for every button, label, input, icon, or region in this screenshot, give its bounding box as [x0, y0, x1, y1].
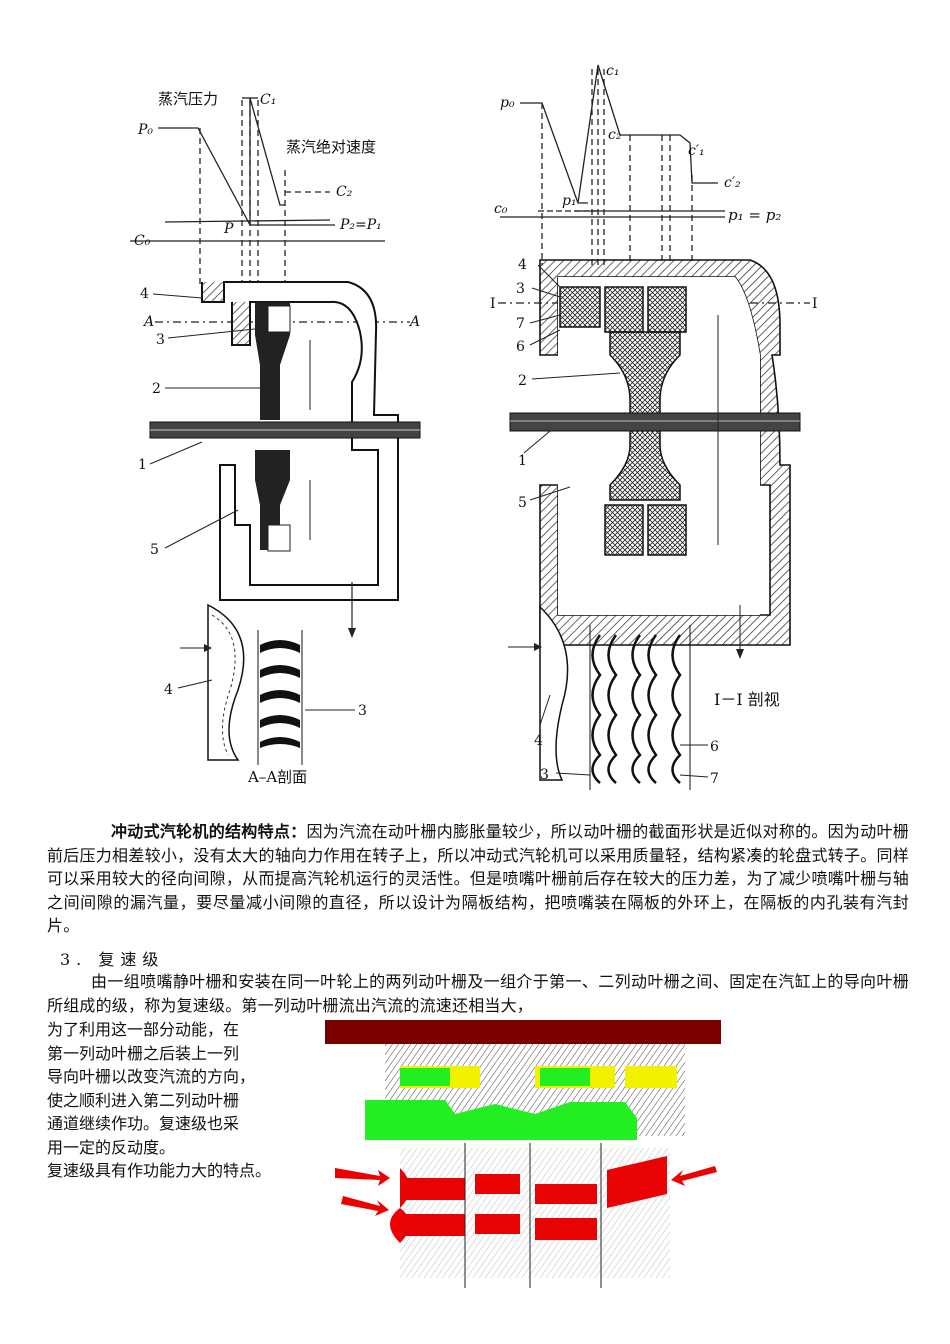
rotor-wheel: [365, 1100, 637, 1140]
section-i-left: I: [490, 296, 496, 312]
part-4-label: 4: [518, 257, 527, 273]
part-3-label: 3: [156, 332, 165, 348]
p1-label: p₁: [562, 193, 577, 209]
impulse-turbine-figure: 蒸汽压力 蒸汽绝对速度 C₁ C₂ C₀ P₀ P P₂=P₁ A A 4 3 …: [130, 90, 421, 786]
side-line: 通道继续作功。复速级也采: [47, 1114, 240, 1133]
impulse-features-body: 因为汽流在动叶栅内膨胀量较少，所以动叶栅的截面形状是近似对称的。因为动叶栅前后压…: [47, 822, 909, 935]
part-6b-label: 6: [710, 739, 719, 755]
part-7-label: 7: [516, 316, 525, 332]
p0-label: P₀: [137, 122, 153, 138]
c1-prime-label: c′₁: [688, 143, 705, 159]
c1-label: c₁: [606, 63, 619, 79]
steam-velocity-label: 蒸汽绝对速度: [286, 138, 376, 156]
side-line: 第一列动叶栅之后装上一列: [47, 1043, 240, 1063]
part-1-label: 1: [518, 453, 527, 469]
section-a-right: A: [408, 314, 420, 330]
part-4b-label: 4: [534, 733, 543, 749]
flow-arrow: [335, 1168, 390, 1186]
section-i-right: I: [812, 296, 818, 312]
part-6-label: 6: [516, 339, 525, 355]
part-5-label: 5: [150, 542, 159, 558]
part-3b-label: 3: [358, 703, 367, 719]
rotor-block: [400, 1068, 450, 1086]
impulse-features-heading: 冲动式汽轮机的结构特点：: [111, 822, 307, 841]
part-4b-label: 4: [164, 682, 173, 698]
side-text: 为了利用这一部分动能，在 第一列动叶栅之后装上一列 导向叶栅以改变汽流的方向， …: [47, 1018, 312, 1183]
p1-p2-label: p₁ = p₂: [728, 206, 781, 224]
velocity-stage-paragraph: 由一组喷嘴静叶栅和安装在同一叶轮上的两列动叶栅及一组介于第一、二列动叶栅之间、固…: [47, 970, 909, 1017]
nozzle-row: [625, 1066, 677, 1088]
velocity-stage-color-figure: [325, 1020, 721, 1288]
part-1-label: 1: [138, 457, 147, 473]
part-7b-label: 7: [710, 771, 719, 787]
c2-prime-label: c′₂: [724, 175, 741, 191]
section-ii-caption: I－I 剖视: [714, 690, 780, 709]
casing-band: [325, 1020, 721, 1044]
p2-p1-label: P₂=P₁: [339, 217, 382, 233]
section-heading: 3. 复速级: [60, 946, 164, 970]
impulse-features-paragraph: 冲动式汽轮机的结构特点：因为汽流在动叶栅内膨胀量较少，所以动叶栅的截面形状是近似…: [47, 820, 909, 938]
p-label: P: [223, 221, 234, 237]
rotor-block: [540, 1068, 590, 1086]
velocity-stage-body: 由一组喷嘴静叶栅和安装在同一叶轮上的两列动叶栅及一组介于第一、二列动叶栅之间、固…: [47, 972, 909, 1015]
c0-label: C₀: [134, 233, 151, 249]
part-3-label: 3: [516, 281, 525, 297]
part-2-label: 2: [152, 381, 161, 397]
p0-label: p₀: [500, 95, 515, 111]
c2-label: C₂: [336, 184, 353, 200]
side-line: 使之顺利进入第二列动叶栅: [47, 1090, 240, 1110]
flow-arrow: [341, 1196, 389, 1216]
c1-label: C₁: [260, 92, 276, 108]
flow-arrow: [671, 1166, 717, 1186]
c0-label: c₀: [494, 201, 508, 217]
part-2-label: 2: [518, 373, 527, 389]
side-line: 导向叶栅以改变汽流的方向，: [47, 1067, 256, 1086]
velocity-compounded-figure: c₁ p₀ c₂ c′₁ c′₂ c₀ p₁ p₁ = p₂ 4 3 I I 7…: [490, 63, 818, 790]
section-aa-caption: A–A剖面: [247, 768, 307, 786]
section-number: 3.: [60, 950, 88, 969]
part-3b-label: 3: [540, 767, 549, 783]
steam-pressure-label: 蒸汽压力: [158, 90, 218, 108]
part-4-label: 4: [140, 286, 149, 302]
side-line: 复速级具有作功能力大的特点。: [47, 1161, 272, 1180]
side-line: 用一定的反动度。: [47, 1137, 176, 1157]
section-a-left: A: [142, 314, 154, 330]
section-title: 复速级: [98, 950, 165, 969]
side-line: 为了利用这一部分动能，在: [47, 1020, 240, 1039]
part-5-label: 5: [518, 495, 527, 511]
c2-label: c₂: [608, 127, 622, 143]
